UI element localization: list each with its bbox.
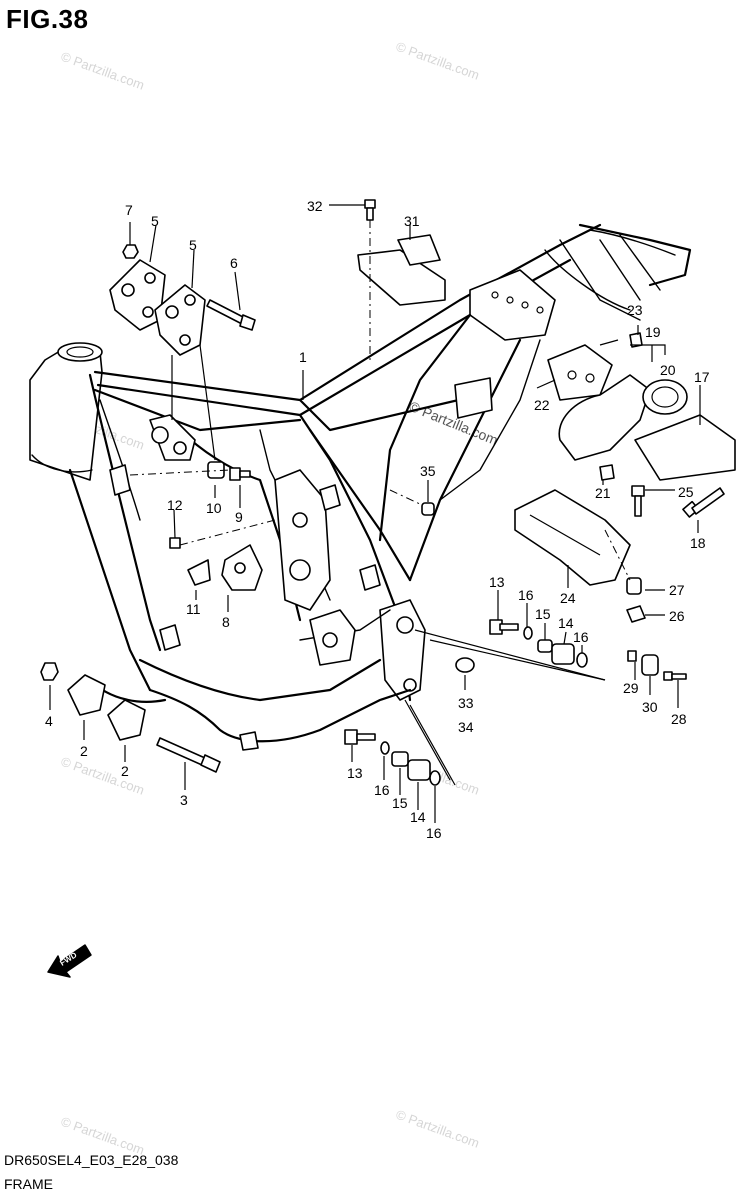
plug-33: [455, 657, 475, 673]
grommet-35: [421, 502, 435, 516]
callout-29: 29: [623, 680, 639, 696]
callout-27: 27: [669, 582, 685, 598]
callout-4: 4: [45, 713, 53, 729]
callout-6: 6: [230, 255, 238, 271]
callout-17: 17: [694, 369, 710, 385]
drawing-code: DR650SEL4_E03_E28_038: [4, 1152, 179, 1168]
watermark: © Partzilla.com: [59, 49, 146, 93]
bolt-9: [229, 467, 251, 481]
callout-11: 11: [186, 601, 201, 617]
callout-14: 14: [410, 809, 426, 825]
bolt-6: [206, 299, 256, 331]
engine-mount-plate: [274, 469, 331, 611]
callout-2: 2: [121, 763, 129, 779]
collar-27: [626, 577, 642, 595]
callout-16: 16: [374, 782, 390, 798]
callout-5: 5: [189, 237, 197, 253]
callout-24: 24: [560, 590, 576, 606]
air-duct: [558, 374, 651, 461]
collar-30: [641, 654, 659, 676]
head-tube-top: [57, 342, 103, 362]
callout-13: 13: [347, 765, 363, 781]
section-name: FRAME: [4, 1176, 53, 1192]
main-frame: [29, 223, 692, 751]
watermark: © Partzilla.com: [59, 754, 146, 798]
callout-7: 7: [125, 202, 133, 218]
callout-16: 16: [426, 825, 442, 841]
callout-31: 31: [404, 213, 420, 229]
steering-head-tube: [29, 344, 103, 481]
callout-35: 35: [420, 463, 436, 479]
callout-12: 12: [167, 497, 183, 513]
bolt-18: [682, 487, 725, 518]
callout-25: 25: [678, 484, 694, 500]
bolt-3: [156, 737, 221, 773]
callout-15: 15: [392, 795, 408, 811]
grommet-26: [626, 605, 646, 623]
callout-16: 16: [518, 587, 534, 603]
callout-23: 23: [627, 302, 643, 318]
callout-21: 21: [595, 485, 611, 501]
bolt-12: [169, 537, 181, 549]
bolt-28: [663, 671, 687, 681]
callout-9: 9: [235, 509, 243, 525]
seal-20: [642, 379, 688, 415]
pivot-set-lower: [344, 729, 441, 786]
figure-title: FIG.38: [6, 4, 89, 34]
fwd-arrow-icon: FWD: [47, 944, 92, 978]
battery-box: [454, 377, 493, 419]
callout-15: 15: [535, 606, 551, 622]
callout-19: 19: [645, 324, 661, 340]
callout-5: 5: [151, 213, 159, 229]
guard-24: [514, 489, 631, 586]
bolt-32: [364, 199, 376, 221]
nut-7: [122, 244, 139, 259]
callout-18: 18: [690, 535, 706, 551]
cover-17: [634, 414, 736, 481]
callout-34: 34: [458, 719, 474, 735]
watermark: © Partzilla.com: [394, 1107, 481, 1151]
bracket-11: [187, 559, 211, 586]
bracket-2b: [107, 699, 146, 741]
callout-2: 2: [80, 743, 88, 759]
bracket-2a: [67, 674, 106, 716]
callout-13: 13: [489, 574, 505, 590]
spacer-29: [627, 650, 637, 662]
callout-22: 22: [534, 397, 550, 413]
callout-14: 14: [558, 615, 574, 631]
callout-labels: 1 2 2 3 4 5 5 6 7 8 9 10 11 12 13 13 14 …: [45, 198, 710, 841]
bolt-25: [631, 485, 645, 517]
callout-10: 10: [206, 500, 222, 516]
seat-rail-plate: [469, 269, 556, 341]
callout-16: 16: [573, 629, 589, 645]
seat-bracket: [357, 249, 446, 306]
callout-28: 28: [671, 711, 687, 727]
nut-4: [40, 662, 59, 681]
callout-3: 3: [180, 792, 188, 808]
callout-30: 30: [642, 699, 658, 715]
callout-33: 33: [458, 695, 474, 711]
callout-32: 32: [307, 198, 323, 214]
callout-26: 26: [669, 608, 685, 624]
leader-lines: [49, 204, 701, 823]
swingarm-pivot-plate: [379, 599, 426, 701]
pivot-set-upper: [489, 619, 588, 668]
watermark: © Partzilla.com: [394, 39, 481, 83]
callout-1: 1: [299, 349, 307, 365]
rear-bracket: [547, 344, 613, 401]
callout-20: 20: [660, 362, 676, 378]
callout-8: 8: [222, 614, 230, 630]
screw-21: [599, 464, 615, 481]
